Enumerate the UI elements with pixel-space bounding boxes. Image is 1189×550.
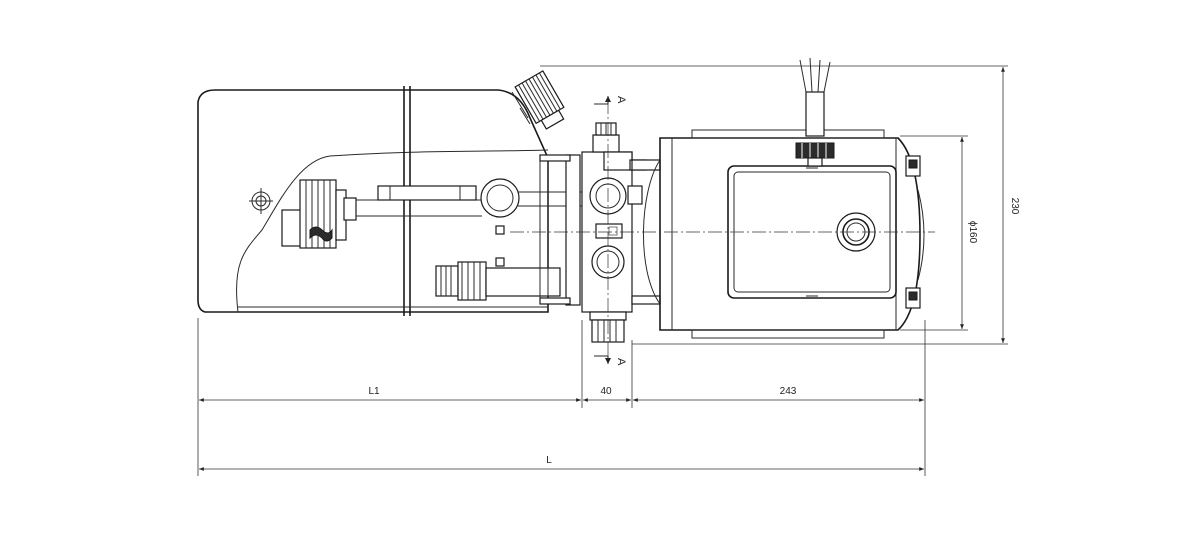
power-cable (795, 57, 835, 167)
dim-label-total: L (546, 455, 552, 466)
pump-coupling (480, 178, 590, 218)
section-marker-bottom (594, 355, 611, 364)
mounting-bolt (495, 225, 505, 267)
suction-filter (281, 179, 357, 249)
return-line-fitting (435, 261, 561, 301)
dim-label-valve-block: 40 (600, 386, 612, 397)
dim-label-motor: 243 (780, 386, 797, 397)
tank-centre-mark (249, 188, 273, 214)
electric-motor (659, 129, 925, 339)
dim-label-diameter: ϕ160 (967, 221, 978, 244)
dim-label-height: 230 (1009, 198, 1020, 215)
dim-label-l1: L1 (368, 386, 380, 397)
section-label-bottom: A (615, 358, 627, 366)
oil-tank (197, 86, 549, 316)
valve-block (539, 122, 661, 343)
suction-pipe (356, 185, 482, 217)
filler-breather-cap (511, 70, 565, 130)
extension-lines (197, 65, 1008, 476)
section-marker-top (594, 96, 611, 105)
section-label-top: A (615, 96, 627, 104)
